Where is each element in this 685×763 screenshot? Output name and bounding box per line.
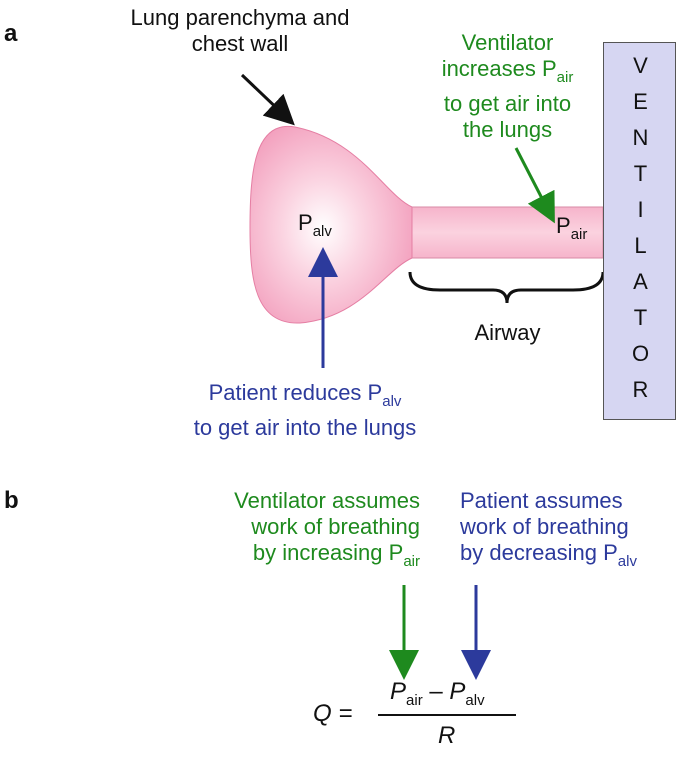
patient-assumes-line2: work of breathing [460, 514, 629, 539]
patient-note-line2: to get air into the lungs [193, 415, 417, 440]
ventilator-box: V E N T I L A T O R [603, 42, 676, 420]
formula-q: Q = [313, 700, 353, 727]
patient-assumes-line1: Patient assumes [460, 488, 623, 513]
ventilator-letter: L [634, 233, 647, 258]
panel-label-a: a [4, 20, 18, 47]
ventilator-letter: T [633, 161, 648, 186]
ventilator-note-line1: Ventilator [461, 30, 554, 55]
lung-shape [249, 125, 413, 324]
ventilator-letter: I [637, 197, 644, 222]
airway-brace [408, 271, 605, 304]
ventilator-note-line2: increases Pair [441, 56, 574, 86]
vent-assumes-line2: work of breathing [251, 514, 420, 539]
ventilator-note: Ventilator increases Pair to get air int… [420, 30, 595, 143]
patient-note: Patient reduces Palv to get air into the… [160, 380, 450, 441]
lung-label: Lung parenchyma and chest wall [95, 5, 385, 57]
patient-note-line1: Patient reduces Palv [208, 380, 402, 410]
ventilator-note-line4: the lungs [462, 117, 553, 142]
ventilator-letter: N [632, 125, 649, 150]
ventilator-letter: T [633, 305, 648, 330]
ventilator-letter: O [631, 341, 650, 366]
palv-label: Palv [298, 210, 332, 240]
formula-numerator: Pair – Palv [390, 678, 485, 709]
patient-assumes-line3: by decreasing Palv [460, 540, 637, 570]
patient-assumes-note: Patient assumes work of breathing by dec… [460, 488, 685, 575]
ventilator-letter: A [633, 269, 648, 294]
ventilator-note-line3: to get air into [443, 91, 572, 116]
airway-label: Airway [474, 320, 541, 345]
panel-label-b: b [4, 487, 19, 514]
ventilator-letter: E [633, 89, 648, 114]
pair-arrow [514, 147, 555, 224]
lung-label-line1: Lung parenchyma and [130, 5, 350, 30]
vent-assumes-line3: by increasing Pair [252, 540, 420, 570]
pair-label: Pair [556, 213, 588, 243]
formula-denominator: R [438, 722, 456, 749]
ventilator-letter: V [633, 53, 648, 78]
vent-assumes-line1: Ventilator assumes [234, 488, 420, 513]
lung-label-line2: chest wall [191, 31, 289, 56]
vent-assumes-note: Ventilator assumes work of breathing by … [180, 488, 420, 575]
lung-arrow [240, 73, 295, 126]
ventilator-letter: R [632, 377, 649, 402]
